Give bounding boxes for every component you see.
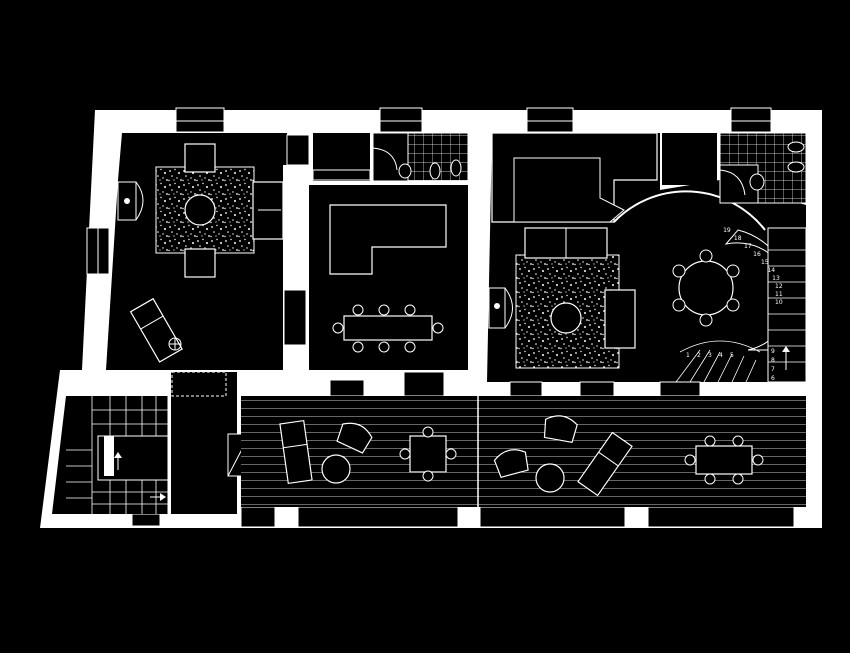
stair-step-number: 17 (744, 243, 752, 250)
stair-hall (66, 396, 251, 514)
windows-side (86, 134, 310, 346)
terrace (241, 396, 806, 507)
stair-step-number: 1 (686, 352, 690, 359)
dining-center-furniture (312, 169, 447, 353)
stair-step-number: 2 (697, 352, 701, 359)
stair-step-number: 5 (730, 352, 734, 359)
stair-step-number: 9 (771, 348, 775, 355)
stair-step-number: 15 (761, 259, 769, 266)
living-left-furniture (117, 143, 284, 363)
curved-wall (613, 190, 766, 231)
stair-run (767, 227, 807, 383)
stair-step-number: 19 (723, 227, 731, 234)
stair-step-number: 4 (719, 352, 723, 359)
side-table (184, 194, 216, 226)
stair-step-number: 13 (772, 275, 780, 282)
stair-step-number: 18 (734, 235, 742, 242)
armchair-right (604, 289, 636, 349)
windows-top (175, 107, 772, 133)
armchair-bottom (184, 248, 216, 278)
dining-table (343, 315, 433, 341)
armchair-top (184, 143, 216, 173)
closet-shelf (312, 169, 371, 181)
kitchen-counter (329, 204, 447, 275)
stair-step-number: 8 (771, 357, 775, 364)
stair-step-number: 10 (775, 299, 783, 306)
bathroom-2-fixtures (719, 132, 807, 204)
stair-step-number: 7 (771, 366, 775, 373)
stair-step-number: 14 (767, 267, 775, 274)
bathroom-1-fixtures (372, 132, 469, 182)
stair-step-number: 16 (753, 251, 761, 258)
stair-step-number: 12 (775, 283, 783, 290)
stair-step-number: 3 (708, 352, 712, 359)
round-table (678, 260, 734, 316)
coffee-table (550, 302, 582, 334)
stair-step-number: 6 (771, 375, 775, 382)
stair-step-number: 11 (775, 291, 783, 298)
